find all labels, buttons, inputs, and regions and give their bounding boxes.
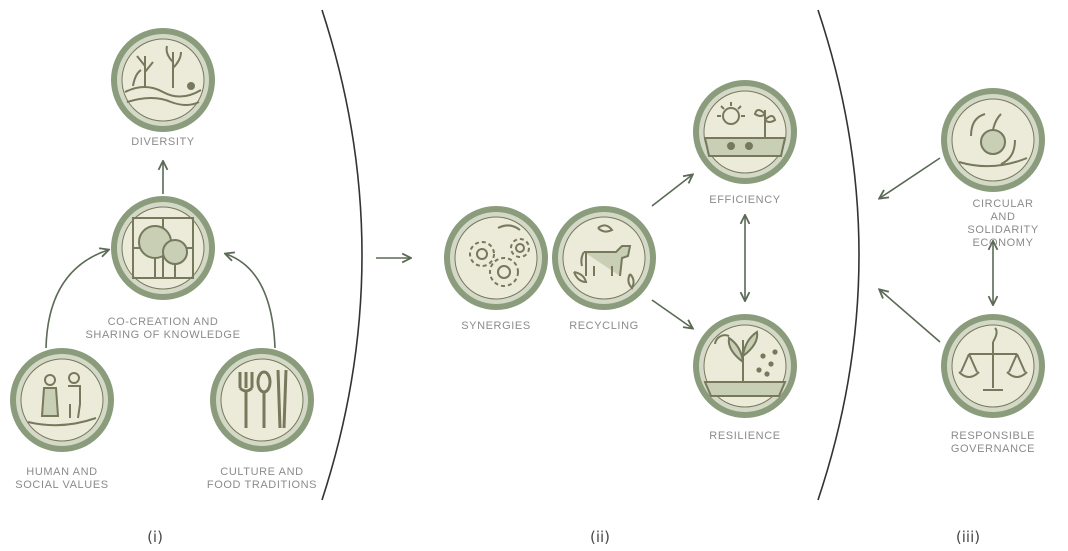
sun-sprouts-icon <box>703 102 787 157</box>
resilience-badge <box>693 314 797 418</box>
apple-cycle-icon <box>958 113 1028 168</box>
governance-label: RESPONSIBLE GOVERNANCE <box>950 430 1036 455</box>
resilience-label: RESILIENCE <box>709 430 781 442</box>
bracket-right <box>817 9 860 501</box>
human-social-badge <box>10 348 114 452</box>
efficiency-label: EFFICIENCY <box>709 194 781 206</box>
recycling-badge <box>552 206 656 310</box>
co-creation-badge <box>111 196 215 300</box>
plants-landscape-icon <box>124 45 202 106</box>
plant-rain-icon <box>703 330 787 397</box>
governance-badge <box>941 314 1045 418</box>
diversity-label: DIVERSITY <box>131 136 195 148</box>
efficiency-badge <box>693 80 797 184</box>
gears-icon <box>469 224 530 287</box>
arrow-recycling-to-resilience <box>651 299 692 328</box>
section-ii-label: (ii) <box>589 528 611 546</box>
tree-puzzle-icon <box>132 217 194 279</box>
people-hand-icon <box>27 372 97 427</box>
recycling-label: RECYCLING <box>569 320 639 332</box>
synergies-label: SYNERGIES <box>461 320 531 332</box>
culture-food-badge <box>210 348 314 452</box>
section-i-label: (i) <box>147 528 163 546</box>
utensils-icon <box>238 369 288 429</box>
bracket-left <box>321 9 363 501</box>
arrow-culture-to-co-creation <box>226 254 276 349</box>
culture-food-label: CULTURE AND FOOD TRADITIONS <box>206 466 318 491</box>
arrow-circular-to-section-ii <box>880 157 941 198</box>
synergies-badge <box>444 206 548 310</box>
section-iii-label: (iii) <box>955 528 981 546</box>
circular-badge <box>941 88 1045 192</box>
scales-icon <box>958 327 1028 391</box>
cow-leaves-icon <box>573 224 635 290</box>
circular-label: CIRCULAR AND SOLIDARITY ECONOMY <box>967 198 1039 249</box>
arrow-human-to-co-creation <box>45 250 108 349</box>
co-creation-label: CO-CREATION AND SHARING OF KNOWLEDGE <box>85 316 241 341</box>
diversity-badge <box>111 28 215 132</box>
human-social-label: HUMAN AND SOCIAL VALUES <box>15 466 109 491</box>
arrow-recycling-to-efficiency <box>651 175 692 207</box>
arrow-governance-to-section-ii <box>880 290 941 343</box>
